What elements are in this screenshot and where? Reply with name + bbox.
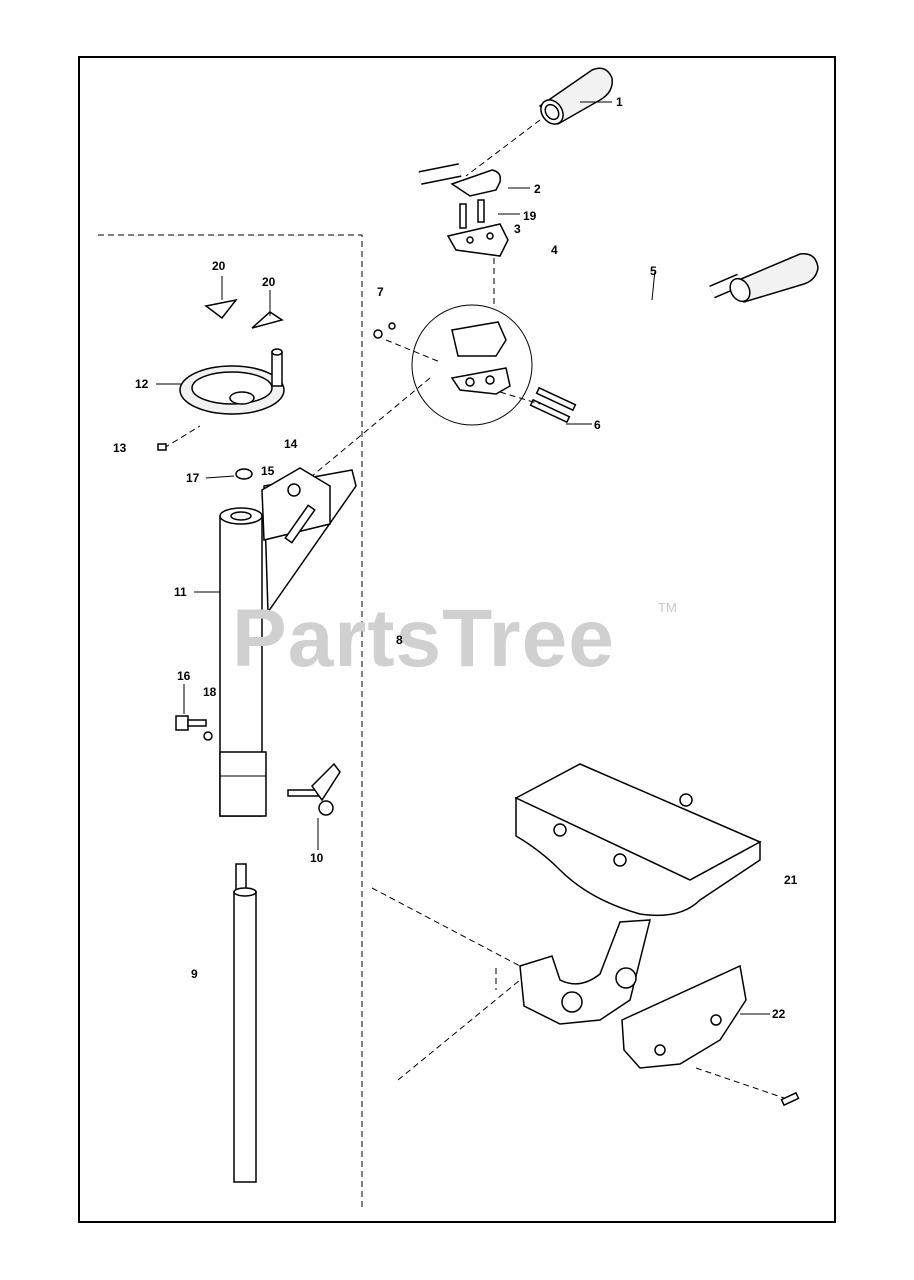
decal-20-part (204, 298, 284, 329)
tilt-bracket-part (261, 467, 357, 615)
watermark-text: PartsTree (232, 593, 615, 684)
column-part (219, 507, 267, 817)
callout-4: 4 (551, 243, 558, 257)
callout-9: 9 (191, 967, 198, 981)
grip-part (538, 67, 613, 125)
throttle-lever-part (450, 169, 502, 197)
callout-8: 8 (396, 633, 403, 647)
callout-22: 22 (772, 1007, 786, 1021)
detail-circle (411, 304, 533, 426)
handlebar-part (384, 163, 743, 339)
screw-19-part (459, 199, 485, 229)
watermark-trademark: TM (658, 600, 677, 615)
clamp-plate-part (446, 223, 509, 257)
handwheel-part (179, 348, 285, 415)
callout-18: 18 (203, 685, 217, 699)
callout-7: 7 (377, 285, 384, 299)
callout-5: 5 (650, 264, 657, 278)
callout-20a: 20 (212, 259, 226, 273)
pin-part (780, 1091, 800, 1107)
screw-13-part (157, 443, 167, 451)
callout-2: 2 (534, 182, 541, 196)
callout-15: 15 (261, 464, 275, 478)
callout-3: 3 (514, 222, 521, 236)
callout-19: 19 (523, 209, 537, 223)
diagram-frame (78, 56, 836, 1223)
bolt-6-part (529, 386, 577, 424)
callout-11: 11 (174, 585, 187, 599)
callout-14: 14 (284, 437, 298, 451)
locking-lever-part (287, 762, 341, 816)
bolt-16-part (175, 715, 213, 741)
shaft-part (233, 863, 257, 1183)
right-grip-part (729, 253, 819, 303)
callout-12: 12 (135, 377, 149, 391)
callout-6: 6 (594, 418, 601, 432)
subassembly-boundary (98, 234, 363, 1208)
callout-10: 10 (310, 851, 324, 865)
callout-13: 13 (113, 441, 127, 455)
callout-21: 21 (784, 873, 798, 887)
callout-16: 16 (177, 669, 191, 683)
nut-part (373, 322, 396, 339)
washer-17-part (235, 468, 253, 480)
callout-17: 17 (186, 471, 200, 485)
clamp-block-22-part (519, 919, 747, 1069)
callout-20b: 20 (262, 275, 276, 289)
callout-1: 1 (616, 95, 623, 109)
clamp-block-21-part (514, 763, 762, 917)
